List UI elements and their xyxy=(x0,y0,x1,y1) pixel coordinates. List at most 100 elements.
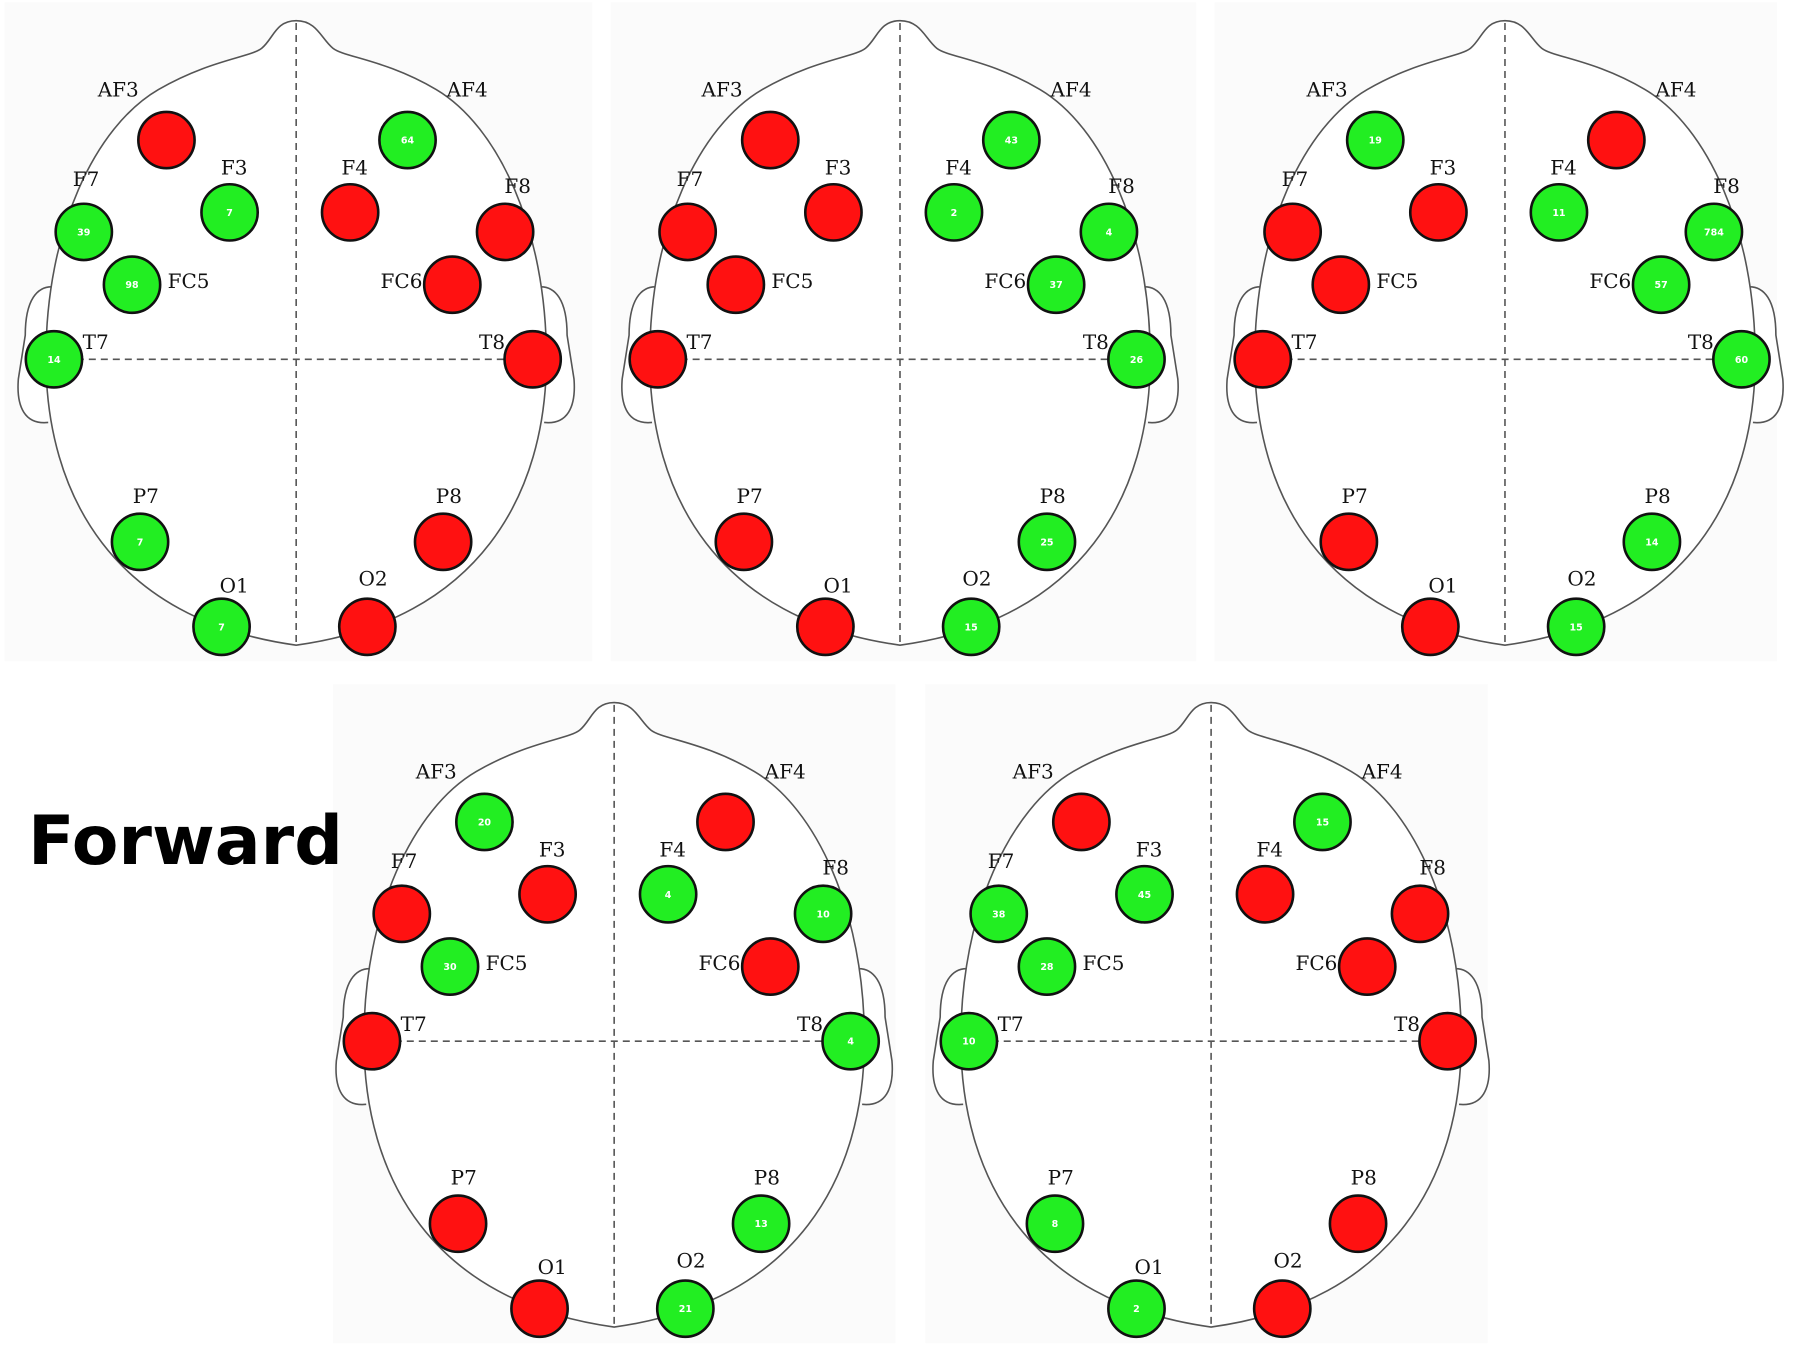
electrode-value-t8: 26 xyxy=(1130,355,1144,366)
electrode-f4 xyxy=(924,182,984,242)
electrode-t7 xyxy=(1233,329,1293,389)
channel-label-o2: O2 xyxy=(359,566,388,590)
channel-label-p8: P8 xyxy=(1040,484,1066,508)
channel-label-p7: P7 xyxy=(1341,484,1367,508)
channel-label-f8: F8 xyxy=(1713,174,1740,198)
electrode-af4 xyxy=(696,792,755,852)
electrode-p7 xyxy=(1319,512,1379,572)
channel-label-o2: O2 xyxy=(1273,1248,1302,1272)
channel-label-f8: F8 xyxy=(504,174,531,198)
electrode-f4 xyxy=(638,864,698,924)
electrode-value-fc5: 98 xyxy=(125,280,139,291)
electrode-t7 xyxy=(342,1011,402,1071)
electrode-af4 xyxy=(1586,110,1646,170)
channel-label-f4: F4 xyxy=(341,155,368,179)
electrode-value-f4: 11 xyxy=(1552,208,1565,219)
channel-label-fc5: FC5 xyxy=(1083,951,1125,975)
electrode-fc5 xyxy=(706,255,766,315)
electrode-value-f7: 38 xyxy=(992,909,1006,920)
channel-label-o2: O2 xyxy=(962,566,991,590)
channel-label-fc6: FC6 xyxy=(381,269,423,293)
electrode-o2 xyxy=(1252,1279,1312,1339)
electrode-value-fc5: 30 xyxy=(443,962,457,973)
channel-label-fc5: FC5 xyxy=(486,951,528,975)
channel-label-af4: AF4 xyxy=(1050,77,1092,101)
electrode-value-af3: 20 xyxy=(478,817,492,828)
channel-label-f3: F3 xyxy=(1136,837,1163,861)
channel-label-t7: T7 xyxy=(998,1012,1024,1036)
electrode-fc5 xyxy=(420,937,480,997)
channel-label-af4: AF4 xyxy=(764,759,806,783)
channel-label-o1: O1 xyxy=(538,1255,567,1279)
electrode-value-f4: 2 xyxy=(951,208,958,219)
channel-label-t7: T7 xyxy=(686,330,712,354)
electrode-o1 xyxy=(795,597,855,657)
electrode-o2 xyxy=(337,597,397,657)
head-outline xyxy=(1253,19,1757,646)
electrode-p8 xyxy=(1622,512,1682,572)
electrode-f8 xyxy=(475,202,535,262)
electrode-t8 xyxy=(1712,329,1771,389)
electrode-value-af4: 43 xyxy=(1005,136,1018,147)
channel-label-f7: F7 xyxy=(391,849,418,873)
channel-label-t8: T8 xyxy=(1688,330,1714,354)
electrode-value-p8: 14 xyxy=(1645,537,1659,548)
electrode-value-f4: 4 xyxy=(665,890,672,901)
electrode-value-f3: 45 xyxy=(1138,890,1151,901)
channel-label-af3: AF3 xyxy=(97,77,139,101)
channel-label-f7: F7 xyxy=(677,167,704,191)
channel-label-f4: F4 xyxy=(1550,155,1577,179)
channel-label-af3: AF3 xyxy=(701,77,743,101)
electrode-value-o2: 21 xyxy=(679,1304,692,1315)
channel-label-af3: AF3 xyxy=(415,759,457,783)
electrode-value-fc6: 37 xyxy=(1050,280,1063,291)
channel-label-f7: F7 xyxy=(1282,167,1309,191)
electrode-value-p7: 7 xyxy=(137,537,144,548)
electrode-fc5 xyxy=(102,255,162,315)
electrode-value-p8: 25 xyxy=(1040,537,1053,548)
electrode-value-f8: 784 xyxy=(1704,227,1724,238)
electrode-fc6 xyxy=(1026,255,1086,315)
electrode-value-t7: 14 xyxy=(47,355,61,366)
channel-label-fc5: FC5 xyxy=(771,269,813,293)
electrode-f3 xyxy=(518,864,578,924)
electrode-f8 xyxy=(1079,202,1139,262)
electrode-f4 xyxy=(1235,864,1295,924)
electrode-f7 xyxy=(1263,202,1323,262)
channel-label-f3: F3 xyxy=(825,155,852,179)
electrode-p8 xyxy=(731,1194,791,1254)
electrode-t7 xyxy=(628,329,688,389)
electrode-af3 xyxy=(1345,110,1405,170)
channel-label-f8: F8 xyxy=(822,856,849,880)
electrode-p7 xyxy=(110,512,170,572)
electrode-value-t8: 4 xyxy=(847,1037,854,1048)
channel-label-fc6: FC6 xyxy=(1589,269,1631,293)
channel-label-af3: AF3 xyxy=(1012,759,1054,783)
electrode-f3 xyxy=(1408,182,1468,242)
electrode-t8 xyxy=(1107,329,1166,389)
electrode-o2 xyxy=(941,597,1001,657)
electrode-o1 xyxy=(510,1279,569,1339)
electrode-o2 xyxy=(655,1279,715,1339)
channel-label-o1: O1 xyxy=(1428,573,1457,597)
channel-label-t8: T8 xyxy=(1083,330,1109,354)
channel-label-af4: AF4 xyxy=(1654,77,1696,101)
channel-label-fc6: FC6 xyxy=(984,269,1026,293)
electrode-value-f3: 7 xyxy=(226,208,233,219)
electrode-p8 xyxy=(1017,512,1077,572)
electrode-value-af4: 15 xyxy=(1316,817,1329,828)
electrode-f3 xyxy=(803,182,863,242)
channel-label-fc5: FC5 xyxy=(168,269,210,293)
channel-label-fc5: FC5 xyxy=(1376,269,1418,293)
channel-label-p8: P8 xyxy=(754,1166,780,1190)
electrode-value-af4: 64 xyxy=(401,136,415,147)
electrode-af4 xyxy=(378,110,437,170)
electrode-f4 xyxy=(1529,182,1589,242)
electrode-f7 xyxy=(54,202,114,262)
channel-label-p7: P7 xyxy=(737,484,763,508)
electrode-t8 xyxy=(821,1011,881,1071)
